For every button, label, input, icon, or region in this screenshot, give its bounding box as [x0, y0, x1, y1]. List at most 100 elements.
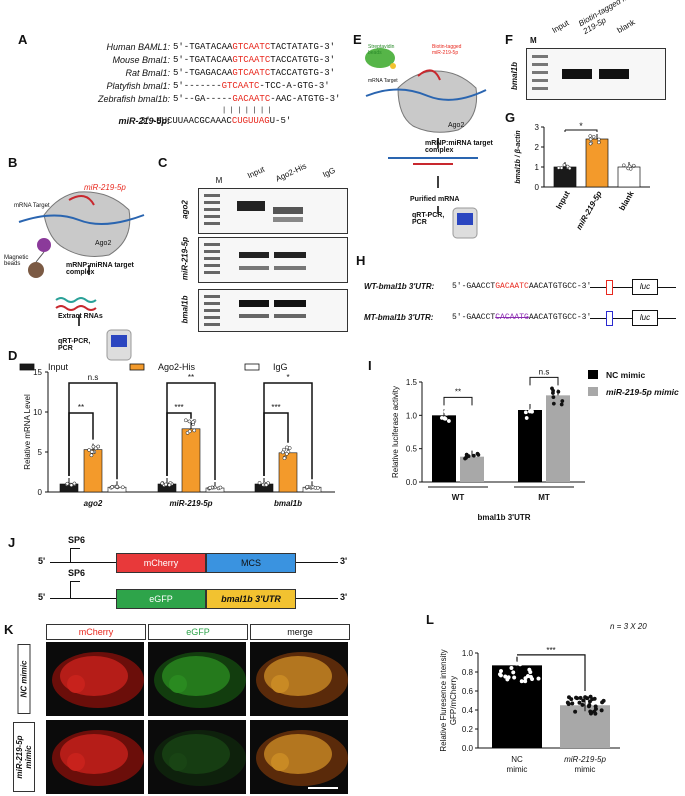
embryo-group — [52, 730, 144, 786]
data-point — [593, 704, 598, 709]
data-point — [588, 711, 594, 716]
bar — [83, 449, 103, 493]
embryo-group — [256, 652, 348, 708]
seq-post: -AAC-ATGTG-3' — [270, 94, 341, 104]
data-point — [622, 163, 626, 168]
mirna-post: U-5' — [269, 116, 292, 126]
data-point — [69, 483, 74, 488]
embryo-body — [154, 730, 246, 786]
band-input — [562, 69, 592, 79]
data-point — [446, 419, 451, 423]
embryo-image — [250, 720, 348, 794]
legend-swatch — [129, 363, 145, 371]
y-tick-label: 0.4 — [462, 706, 474, 715]
data-point — [89, 453, 94, 458]
ladder-band — [204, 250, 220, 253]
mt-construct-sequence: 5'-GAACCTCACAATGAACATGTGCC-3' — [452, 313, 591, 322]
x-tick-label: miR-219-5p — [574, 189, 603, 231]
wt-construct-label: WT-bmal1b 3'UTR: — [364, 282, 435, 291]
seq-post: -TCC-A-GTG-3' — [259, 81, 330, 91]
panel-h-label: H — [356, 253, 366, 268]
data-point — [514, 661, 519, 666]
band-ago2-lower — [273, 217, 303, 222]
gel-column-label: IgG — [321, 165, 337, 180]
sig-label: *** — [271, 403, 280, 412]
seq-pre: 5'-TGAGACAA — [173, 68, 233, 78]
data-point — [530, 677, 535, 682]
seed-site: GACAATC — [495, 282, 529, 291]
seq-pre: 5'--GA----- — [173, 94, 233, 104]
y-tick-label: 1.0 — [462, 649, 474, 658]
sig-bracket — [68, 412, 94, 476]
gel-bands — [204, 243, 306, 274]
data-point — [536, 676, 541, 681]
sig-label: n.s — [88, 373, 99, 382]
embryo-image — [46, 642, 144, 716]
sig-label: *** — [174, 403, 183, 412]
legend-label: NC mimic — [606, 370, 645, 380]
sig-bracket — [529, 376, 559, 386]
sig-bracket — [443, 396, 473, 406]
embryo-eye — [67, 753, 85, 771]
construct-egfp-sp6-arrow — [70, 581, 80, 582]
gel-column-label: Input — [246, 164, 266, 181]
legend-label: miR-219-5p mimic — [606, 387, 679, 397]
band-input-lower — [239, 314, 269, 318]
panel-f-label: F — [505, 32, 513, 47]
bar — [518, 410, 542, 482]
panel-e-assay-label: qRT-PCR, PCR — [412, 212, 445, 226]
panel-d-label: D — [8, 348, 18, 363]
ladder-band — [204, 309, 220, 312]
data-point — [281, 450, 285, 455]
data-point — [573, 695, 579, 700]
row-label: NC mimic — [17, 644, 31, 714]
x-tick-label: miR-219-5p — [169, 499, 212, 508]
y-tick-label: 1 — [535, 163, 540, 172]
gel-column-label: M — [530, 36, 537, 45]
sig-label: * — [579, 121, 583, 131]
construct-box: MCS — [206, 553, 296, 573]
mirna-sequence: 3'-UUCUUAACGCAAACCUGUUAGU-5' — [140, 116, 291, 126]
ladder-band — [204, 323, 220, 326]
data-point — [96, 444, 101, 449]
data-point — [597, 140, 601, 145]
data-point — [315, 485, 320, 490]
data-point — [600, 700, 605, 705]
seed-site: CACAATG — [495, 313, 529, 322]
ladder-band — [204, 194, 220, 197]
panel-e-complex-label: mRNP:miRNA target complex — [425, 140, 493, 154]
data-point — [556, 389, 561, 394]
row-label: miR-219-5p mimic — [13, 722, 35, 792]
data-point — [257, 481, 262, 485]
bar — [553, 166, 577, 188]
data-point — [115, 484, 119, 489]
panel-b-mirna-label: miR-219-5p — [84, 183, 126, 192]
mt-construct-luc-box: luc — [632, 310, 658, 326]
data-point — [565, 164, 570, 169]
bar — [585, 138, 609, 188]
data-point — [559, 166, 564, 170]
sequence-line: 5'-TGATACAAGTCAATCTACTATATG-3' — [173, 42, 335, 52]
data-point — [577, 700, 582, 705]
ladder-band — [532, 87, 548, 90]
panel-b-assay-label: qRT-PCR, PCR — [58, 338, 91, 352]
data-point — [87, 448, 92, 452]
ladder-band — [532, 55, 548, 58]
panel-b-beads-label: Magnetic beads — [4, 255, 29, 267]
sig-label: ** — [188, 373, 194, 382]
embryo-shape — [52, 652, 144, 708]
embryo-shape — [256, 652, 348, 708]
data-point — [551, 388, 556, 393]
x-axis-label: bmal1b 3'UTR — [477, 513, 530, 522]
data-point — [187, 419, 192, 424]
ladder-band — [204, 222, 220, 225]
data-point — [522, 650, 527, 655]
data-point — [509, 665, 514, 671]
mirna-pre: 3'-UUCUUAACGCAAAC — [140, 116, 232, 126]
construct-egfp-three-prime: 3' — [340, 592, 348, 602]
data-point — [502, 658, 507, 663]
embryo-image — [46, 720, 144, 794]
gel-panel — [526, 48, 666, 100]
y-tick-label: 0 — [38, 488, 43, 497]
legend-label: Ago2-His — [158, 362, 196, 372]
